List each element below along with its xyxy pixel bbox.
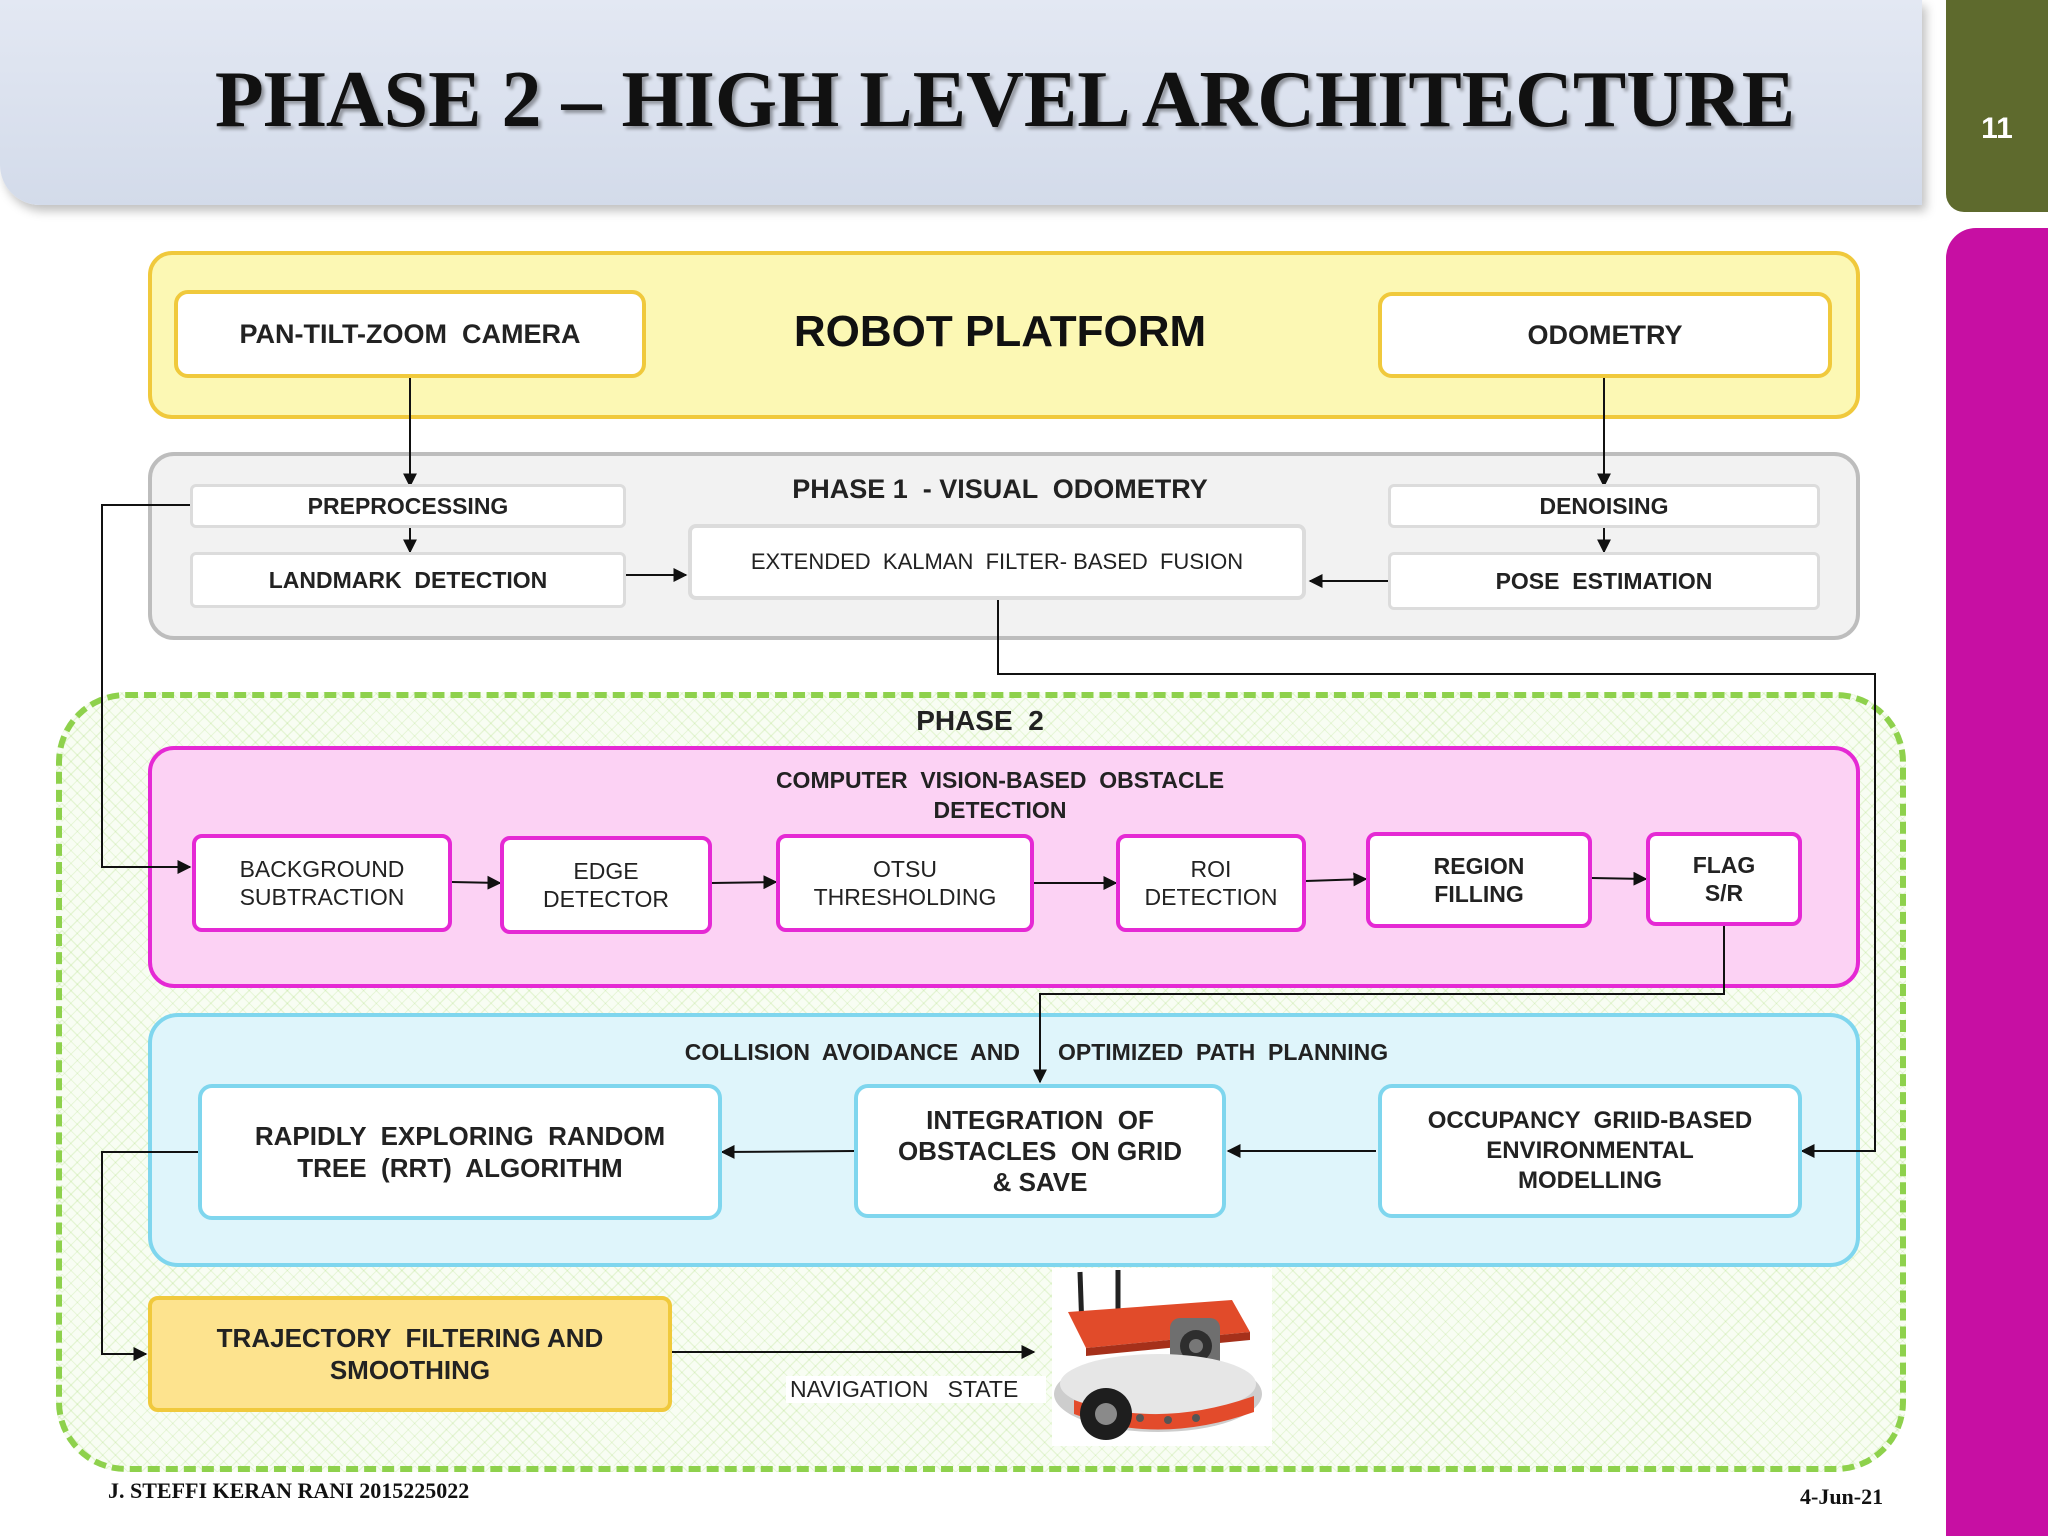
cv-step-label-line2: S/R [1704,880,1744,906]
rrt-label-line1: RAPIDLY EXPLORING RANDOM [254,1121,666,1151]
side-accent-bar [1946,228,2048,1536]
denoising-label: DENOISING [1539,492,1669,519]
cv-step-label-line1: FLAG [1692,852,1756,878]
integration-obstacles-box: INTEGRATION OF OBSTACLES ON GRID & SAVE [854,1084,1226,1218]
cv-step-label-line1: ROI [1190,856,1232,882]
ptz-camera-box: PAN-TILT-ZOOM CAMERA [174,290,646,378]
preprocessing-box: PREPROCESSING [190,484,626,528]
occupancy-grid-box: OCCUPANCY GRIID-BASED ENVIRONMENTAL MODE… [1378,1084,1802,1218]
title-band [0,0,1922,205]
pose-estimation-box: POSE ESTIMATION [1388,552,1820,610]
cv-step-region-filling: REGION FILLING [1366,832,1592,928]
occupancy-label-line3: MODELLING [1518,1167,1662,1194]
cv-step-label-line2: DETECTION [1144,884,1278,910]
occupancy-label-line2: ENVIRONMENTAL [1486,1137,1694,1164]
slide-number: 11 [1981,112,2013,145]
rrt-label-line2: TREE (RRT) ALGORITHM [297,1153,623,1183]
integration-label-line1: INTEGRATION OF [926,1104,1154,1135]
trajectory-label-line2: SMOOTHING [329,1355,491,1385]
cv-step-edge-detector: EDGE DETECTOR [500,836,712,934]
odometry-label: ODOMETRY [1527,319,1683,350]
footer-date: 4-Jun-21 [1800,1484,1884,1509]
integration-label-line2: OBSTACLES ON GRID [897,1135,1183,1166]
cv-step-otsu-thresholding: OTSU THRESHOLDING [776,834,1034,932]
navigation-state-label: NAVIGATION STATE [786,1376,1046,1403]
odometry-box: ODOMETRY [1378,292,1832,378]
cv-step-label-line2: FILLING [1434,881,1524,907]
cv-step-flag-sr: FLAG S/R [1646,832,1802,926]
trajectory-label-line1: TRAJECTORY FILTERING AND [216,1323,604,1353]
cv-step-label-line2: SUBTRACTION [239,884,405,910]
cv-detection-title: COMPUTER VISION-BASED OBSTACLE DETECTION [600,765,1400,825]
phase1-title: PHASE 1 - VISUAL ODOMETRY [792,474,1208,504]
cv-step-label-line1: OTSU [873,856,937,882]
preprocessing-label: PREPROCESSING [307,492,509,519]
cv-step-background-subtraction: BACKGROUND SUBTRACTION [192,834,452,932]
landmark-detection-box: LANDMARK DETECTION [190,552,626,608]
cv-step-label-line2: THRESHOLDING [813,884,997,910]
integration-label-line3: & SAVE [992,1166,1088,1197]
slide-title: PHASE 2 – HIGH LEVEL ARCHITECTURE [214,56,1796,144]
ptz-camera-label: PAN-TILT-ZOOM CAMERA [239,318,581,349]
cv-detection-title-line1: COMPUTER VISION-BASED OBSTACLE [775,767,1225,793]
robot-platform-title: ROBOT PLATFORM [793,307,1207,356]
cv-step-label-line1: EDGE [573,858,639,884]
ekf-fusion-box: EXTENDED KALMAN FILTER- BASED FUSION [688,524,1306,600]
cv-step-roi-detection: ROI DETECTION [1116,834,1306,932]
denoising-box: DENOISING [1388,484,1820,528]
footer-author: J. STEFFI KERAN RANI 2015225022 [108,1478,470,1503]
phase2-title: PHASE 2 [916,705,1044,736]
cv-step-label-line2: DETECTOR [542,886,670,912]
landmark-detection-label: LANDMARK DETECTION [268,566,548,593]
rrt-algorithm-box: RAPIDLY EXPLORING RANDOM TREE (RRT) ALGO… [198,1084,722,1220]
pose-estimation-label: POSE ESTIMATION [1495,567,1713,594]
collision-title-right: OPTIMIZED PATH PLANNING [1058,1039,1389,1065]
ekf-fusion-label: EXTENDED KALMAN FILTER- BASED FUSION [750,549,1244,574]
cv-detection-title-line2: DETECTION [933,797,1067,823]
occupancy-label-line1: OCCUPANCY GRIID-BASED [1427,1107,1753,1134]
cv-step-label-line1: BACKGROUND [239,856,405,882]
trajectory-filtering-box: TRAJECTORY FILTERING AND SMOOTHING [148,1296,672,1412]
slide-number-tab [1946,0,2048,212]
cv-step-label-line1: REGION [1433,853,1525,879]
collision-title-left: COLLISION AVOIDANCE AND [684,1039,1020,1065]
